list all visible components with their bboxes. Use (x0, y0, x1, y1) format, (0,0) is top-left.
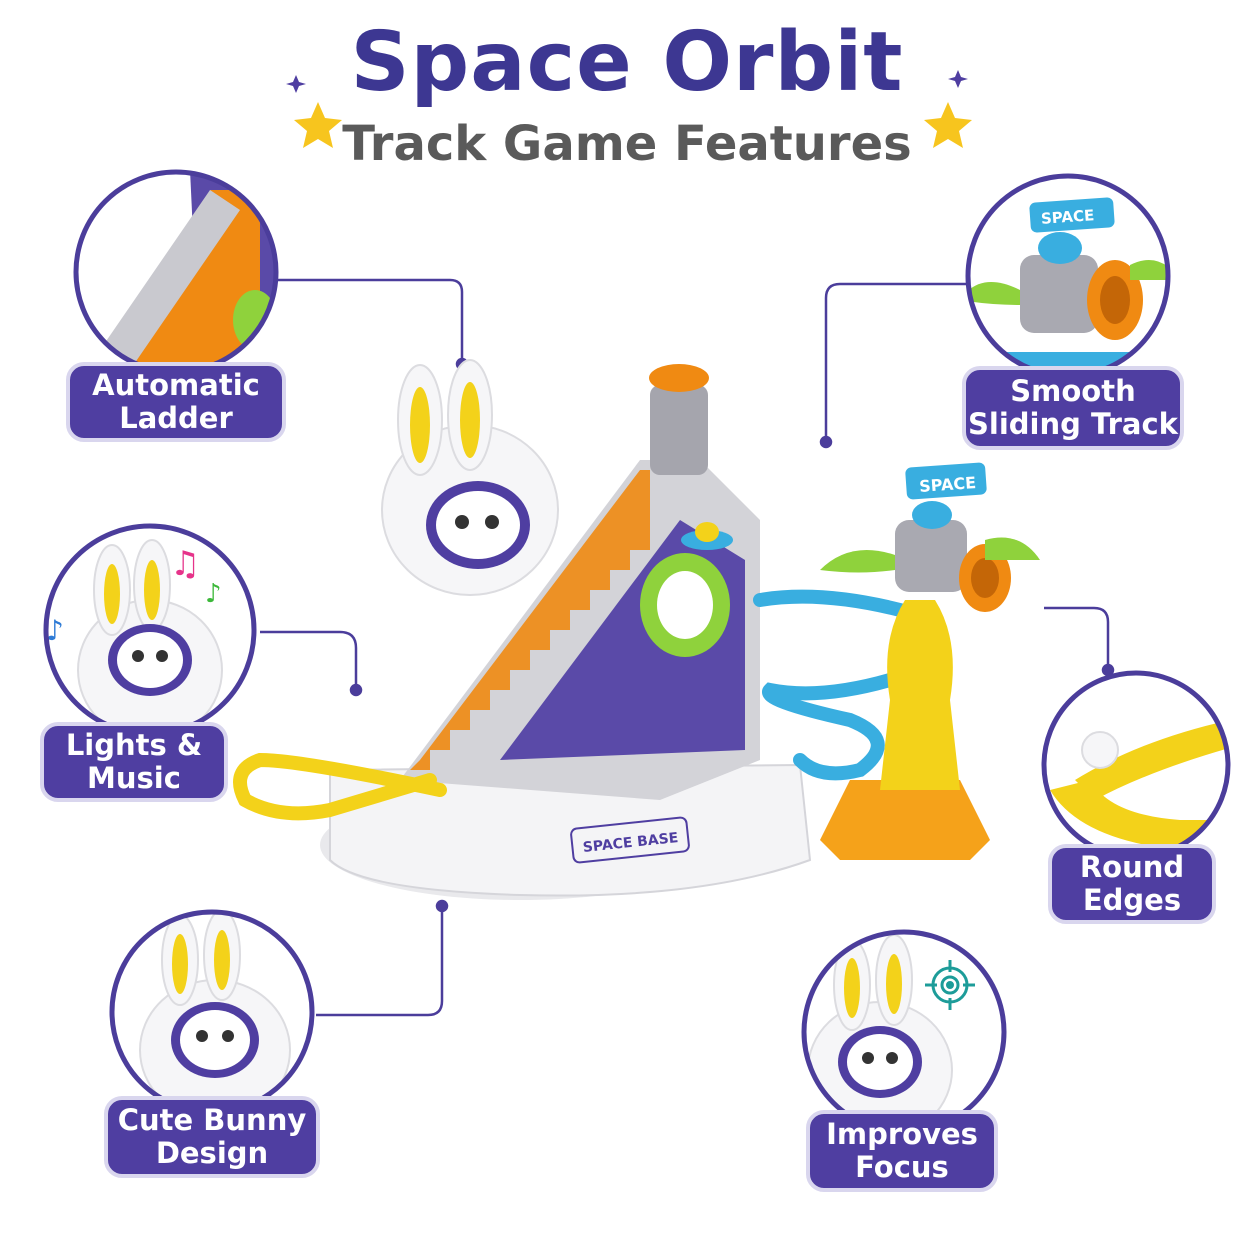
label-improves-focus: Improves Focus (806, 1110, 998, 1192)
connector-line (278, 278, 464, 360)
page-title: Space Orbit (350, 15, 904, 110)
svg-text:♪: ♪ (46, 614, 64, 647)
yellow-track (233, 752, 447, 821)
ladder-tower (400, 364, 760, 800)
svg-text:♫: ♫ (170, 544, 200, 584)
round-edges-closeup (1044, 673, 1228, 857)
improves-focus-closeup (804, 932, 1004, 1132)
label-automatic-ladder: Automatic Ladder (66, 362, 286, 442)
bunny-design-closeup (112, 912, 312, 1112)
connector-line (1044, 606, 1110, 668)
bunny-figure (381, 359, 559, 596)
connector-line (260, 630, 358, 688)
page-subtitle: Track Game Features (342, 116, 912, 172)
star-icon (286, 75, 342, 148)
sliding-track-closeup (968, 176, 1168, 376)
bunny-lights-closeup (46, 526, 254, 734)
label-lights-music: Lights & Music (40, 722, 228, 802)
music-note-icon: ♫ ♪ ♪ (46, 544, 222, 647)
label-smooth-sliding-track: Smooth Sliding Track (962, 366, 1184, 450)
label-cute-bunny-design: Cute Bunny Design (104, 1096, 320, 1178)
connector-line (824, 282, 966, 440)
star-icon (924, 70, 972, 148)
space-base-platform (320, 763, 812, 900)
space-sign-text-closeup: SPACE (1040, 206, 1094, 228)
space-sign-text: SPACE (919, 473, 977, 496)
connector-line (316, 908, 444, 1017)
label-round-edges: Round Edges (1048, 844, 1216, 924)
svg-text:♪: ♪ (205, 579, 222, 609)
orbit-tower (820, 462, 1040, 860)
blue-track (753, 589, 935, 781)
target-icon (925, 960, 975, 1010)
